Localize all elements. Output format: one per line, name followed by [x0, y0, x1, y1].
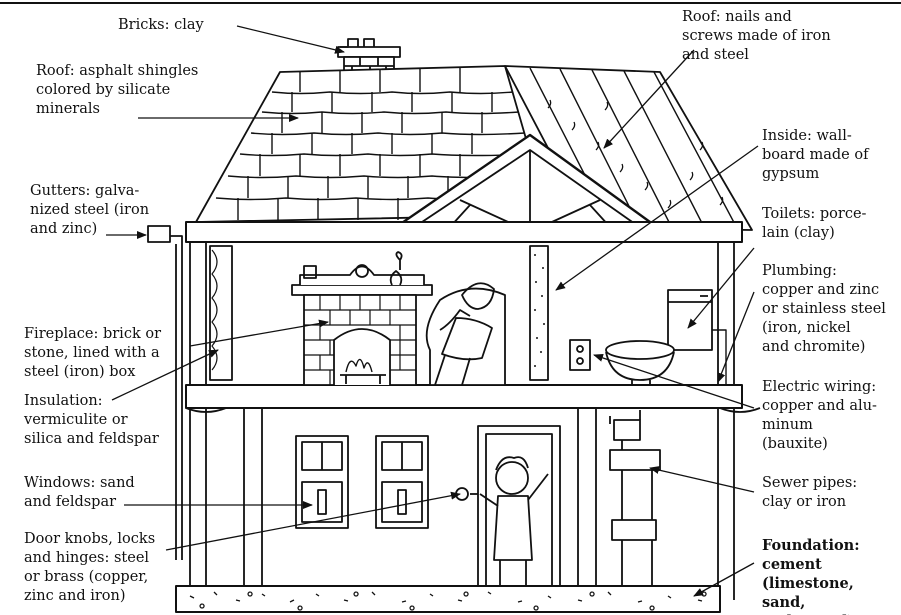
arrow-door-knobs [165, 491, 461, 551]
arrow-electric [593, 354, 755, 409]
label-toilets: Toilets: porce- lain (clay) [762, 206, 867, 241]
label-fireplace: Fireplace: brick or stone, lined with a … [24, 326, 161, 380]
gable-truss [379, 133, 673, 239]
label-sewer: Sewer pipes: clay or iron [762, 475, 858, 510]
label-door-knobs: Door knobs, locks and hinges: steel or b… [24, 531, 156, 604]
arrow-roof-nails [603, 49, 695, 149]
label-plumbing: Plumbing: copper and zinc or stainless s… [762, 263, 886, 355]
label-roof-nails: Roof: nails and screws made of iron and … [682, 9, 831, 63]
arrow-sewer [649, 466, 755, 493]
sewer-pipe [609, 410, 661, 600]
walls [189, 242, 735, 600]
gutter [147, 225, 183, 560]
upper-beam [185, 221, 743, 243]
arrow-plumbing [717, 291, 755, 383]
insulation-wall [529, 245, 549, 381]
toilet [605, 289, 727, 385]
boy [479, 456, 549, 598]
label-inside: Inside: wall- board made of gypsum [762, 128, 869, 182]
arrow-bricks [236, 25, 345, 54]
label-roof-shingles: Roof: asphalt shingles colored by silica… [36, 63, 199, 117]
window-right [375, 435, 429, 529]
arrow-fireplace [189, 319, 329, 347]
arrow-toilets [687, 247, 755, 329]
arrow-inside [555, 145, 759, 291]
arrow-foundation [693, 562, 755, 597]
label-insulation: Insulation: vermiculite or silica and fe… [24, 393, 159, 447]
leader-arrows [106, 25, 759, 597]
insulation-left [209, 245, 233, 381]
man-reading [425, 282, 506, 386]
arrow-insulation [111, 349, 219, 401]
label-bricks: Bricks: clay [118, 17, 204, 33]
window-left [295, 435, 349, 529]
fireplace [291, 251, 433, 386]
label-foundation: Foundation: cement (limestone, sand, and… [762, 537, 860, 615]
floor-brackets [185, 407, 761, 413]
label-gutters: Gutters: galva- nized steel (iron and zi… [30, 183, 150, 237]
middle-floor [185, 384, 743, 409]
label-electric: Electric wiring: copper and alu- minum (… [762, 379, 877, 452]
outlet [569, 339, 591, 371]
label-windows: Windows: sand and feldspar [24, 475, 135, 510]
foundation [175, 585, 721, 613]
